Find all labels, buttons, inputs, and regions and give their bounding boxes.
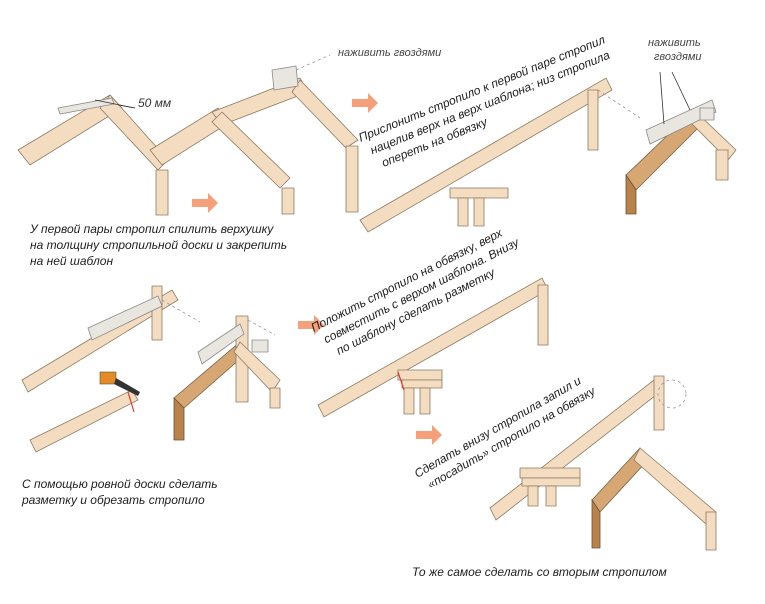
step5-finished-truss	[591, 447, 717, 551]
caption-step3-line2: разметку и обрезать стропило	[21, 493, 205, 507]
nail-label-2b: гвоздями	[654, 51, 702, 63]
arrow-2	[352, 93, 378, 113]
caption-step6: То же самое сделать со вторым стропилом	[412, 565, 667, 579]
step4-rafter	[317, 277, 549, 418]
dimension-label: 50 мм	[138, 96, 171, 110]
nail-label-2a: наживить	[648, 37, 701, 49]
caption-step3-line1: С помощью ровной доски сделать	[22, 477, 218, 491]
step5-rafter	[489, 375, 687, 521]
step2-detail: наживить гвоздями	[625, 37, 737, 215]
nail-label-1: наживить гвоздями	[338, 47, 441, 59]
caption-step1-line3: на ней шаблон	[30, 254, 113, 268]
step3-left	[21, 285, 201, 453]
arrow-3	[298, 315, 324, 335]
step2-rafter	[359, 77, 641, 233]
caption-step1-line2: на толщину стропильной доски и закрепить	[30, 238, 287, 252]
caption-step1-line1: У первой пары стропил спилить верхушку	[29, 222, 274, 236]
arrow-4	[416, 425, 442, 445]
step1-truss-left: 50 мм	[17, 94, 171, 216]
caption-step4-line2: совместить с верхом шаблона. Внизу	[321, 235, 522, 346]
saw-icon	[99, 371, 140, 396]
step4-caption-group: Положить стропило на обвязку, верх совме…	[309, 225, 522, 358]
step1-truss-right: наживить гвоздями	[149, 47, 441, 215]
template-top	[271, 65, 299, 91]
arrow-1	[192, 193, 218, 213]
step3-right	[173, 315, 281, 441]
